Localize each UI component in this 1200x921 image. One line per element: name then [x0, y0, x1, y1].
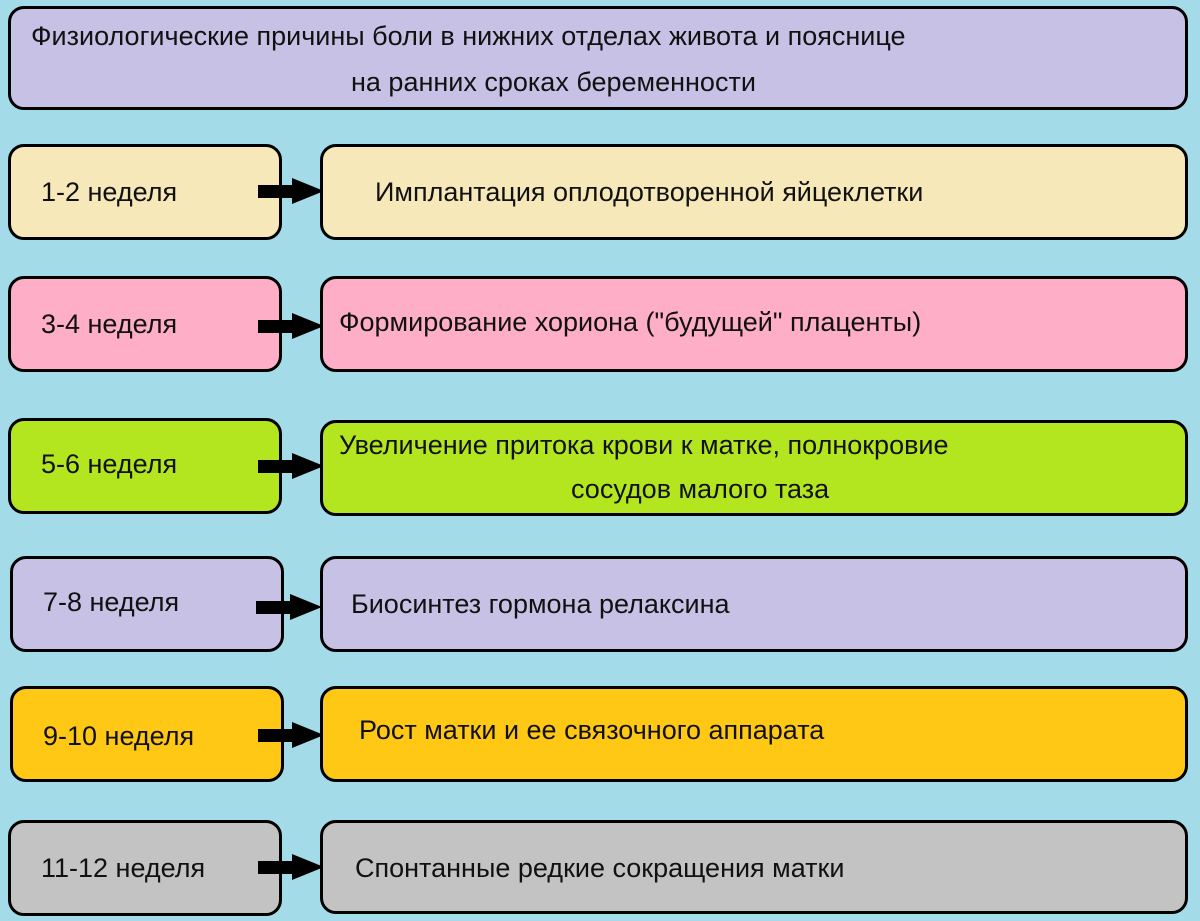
week-label: 5-6 неделя	[41, 449, 178, 479]
week-label: 11-12 неделя	[41, 853, 206, 883]
cause-label: Имплантация оплодотворенной яйцеклетки	[375, 177, 924, 207]
week-label: 1-2 неделя	[41, 177, 178, 207]
cause-label-line-2: сосудов малого таза	[571, 474, 830, 504]
cause-box-blood-flow: Увеличение притока крови к матке, полнок…	[320, 420, 1188, 516]
title-line-2: на ранних сроках беременности	[351, 67, 756, 97]
cause-label: Формирование хориона ("будущей" плаценты…	[339, 307, 922, 337]
cause-box-uterus-growth: Рост матки и ее связочного аппарата	[320, 686, 1188, 782]
arrow-right-icon	[258, 313, 324, 339]
week-box-3-4: 3-4 неделя	[8, 276, 282, 372]
week-box-1-2: 1-2 неделя	[8, 144, 282, 240]
week-label: 3-4 неделя	[41, 309, 178, 339]
arrow-right-icon	[258, 178, 324, 204]
cause-box-relaxin: Биосинтез гормона релаксина	[320, 556, 1188, 652]
cause-box-contractions: Спонтанные редкие сокращения матки	[320, 820, 1188, 914]
cause-box-chorion: Формирование хориона ("будущей" плаценты…	[320, 276, 1188, 372]
title-line-1: Физиологические причины боли в нижних от…	[31, 21, 906, 51]
cause-label: Рост матки и ее связочного аппарата	[359, 715, 825, 745]
arrow-right-icon	[256, 594, 322, 620]
cause-box-implantation: Имплантация оплодотворенной яйцеклетки	[320, 144, 1188, 240]
arrow-right-icon	[258, 453, 324, 479]
diagram-title: Физиологические причины боли в нижних от…	[8, 6, 1188, 110]
cause-label-line-1: Увеличение притока крови к матке, полнок…	[339, 430, 949, 460]
week-box-5-6: 5-6 неделя	[8, 418, 282, 514]
week-box-11-12: 11-12 неделя	[8, 820, 282, 916]
week-box-9-10: 9-10 неделя	[10, 686, 284, 782]
arrow-right-icon	[258, 722, 324, 748]
cause-label: Спонтанные редкие сокращения матки	[355, 853, 845, 883]
week-label: 9-10 неделя	[43, 721, 195, 751]
week-box-7-8: 7-8 неделя	[10, 556, 284, 652]
week-label: 7-8 неделя	[43, 587, 180, 617]
cause-label: Биосинтез гормона релаксина	[351, 589, 730, 619]
arrow-right-icon	[258, 854, 324, 880]
